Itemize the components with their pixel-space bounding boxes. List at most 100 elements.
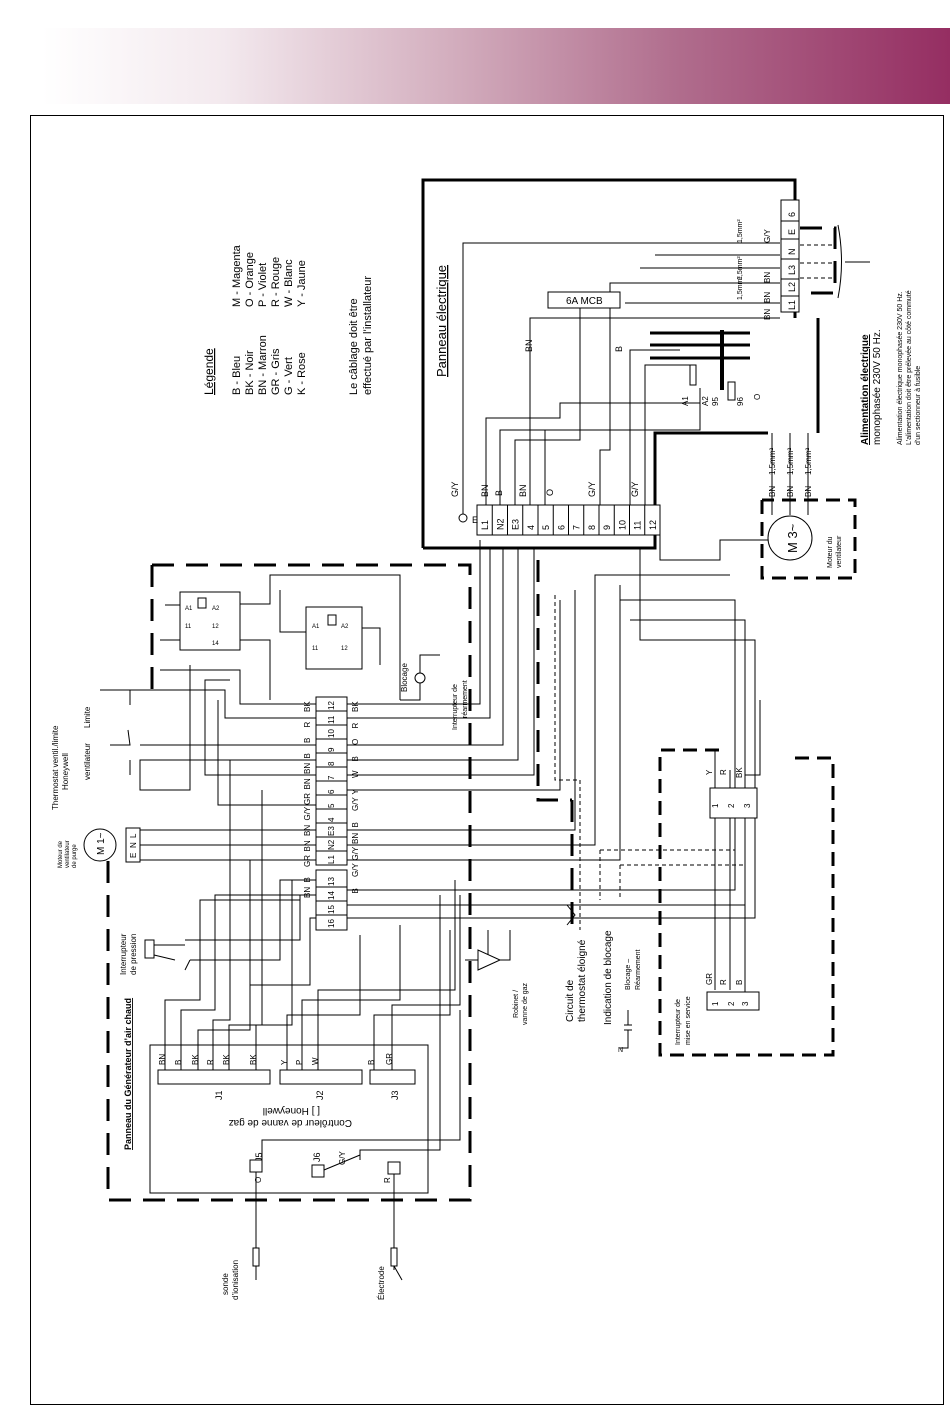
strip-terminal: 7 bbox=[327, 775, 336, 780]
strip-wire-label: B bbox=[351, 888, 360, 893]
motor-wire: BN bbox=[804, 486, 813, 497]
legend-entry: W - Blanc bbox=[283, 259, 295, 307]
purge-terminal: E bbox=[129, 853, 138, 858]
supply-terminal: N bbox=[787, 249, 797, 256]
connector-j3 bbox=[369, 1069, 416, 1085]
wire-label: BN bbox=[524, 339, 534, 352]
service-switch bbox=[706, 991, 760, 1011]
strip-wire-label: B bbox=[351, 822, 360, 827]
strip-wire-label: G/Y bbox=[351, 846, 360, 860]
reset-switch-label: Interrupteur de bbox=[452, 684, 459, 730]
overload-relay bbox=[727, 381, 736, 401]
strip-wire-label: R bbox=[303, 722, 312, 728]
strip-terminal: 6 bbox=[327, 789, 336, 794]
earth-terminal bbox=[458, 513, 468, 523]
supply-note: Alimentation électrique monophasée 230V … bbox=[897, 291, 904, 445]
remote-wire: BK bbox=[735, 767, 744, 778]
legend-entry: M - Magenta bbox=[231, 244, 243, 307]
reset-switch-label: réarmement bbox=[462, 680, 469, 718]
supply-wire-label: BN bbox=[763, 272, 772, 283]
strip-terminal: 8 bbox=[327, 761, 336, 766]
remote-wire: R bbox=[719, 769, 728, 775]
strip-wire-label: B bbox=[303, 753, 312, 758]
service-terminal: 1 bbox=[711, 1001, 720, 1006]
thermostat-label: Limite bbox=[83, 706, 92, 728]
panel-terminal: 11 bbox=[633, 521, 643, 530]
strip-terminal: N2 bbox=[327, 839, 336, 850]
connector-j6 bbox=[311, 1164, 325, 1178]
legend-entry: K - Rose bbox=[296, 352, 308, 395]
j6-wire: G/Y bbox=[338, 1151, 347, 1165]
motor-wire-size: 1,5mm² bbox=[786, 448, 795, 475]
j1-wire: R bbox=[206, 1059, 215, 1065]
supply-terminal: L2 bbox=[787, 282, 797, 292]
diagram-frame bbox=[30, 115, 944, 1405]
strip-wire-label: BN bbox=[351, 833, 360, 844]
service-terminal: 3 bbox=[741, 1001, 750, 1006]
panel-terminal: N2 bbox=[495, 518, 505, 530]
strip-terminal: 13 bbox=[327, 877, 336, 886]
mcb bbox=[547, 291, 621, 309]
supply-subtitle: monophasée 230V 50 Hz. bbox=[872, 329, 883, 445]
supply-note: L'alimentation doit être prélevée au côt… bbox=[906, 290, 913, 445]
contactor-label: A1 bbox=[681, 396, 690, 406]
strip-wire-label: R bbox=[351, 723, 360, 729]
header-banner bbox=[42, 28, 950, 104]
relay-label: A2 bbox=[341, 624, 349, 630]
j1-wire: BK bbox=[222, 1054, 231, 1065]
j5-wire: O bbox=[254, 1177, 263, 1183]
j1-wire: BK bbox=[191, 1054, 200, 1065]
electrode-label: Électrode bbox=[377, 1266, 386, 1300]
j2-wire: P bbox=[295, 1060, 304, 1065]
legend: Légende B - Bleu BK - Noir BN - Marron G… bbox=[202, 244, 374, 395]
gas-valve-label: Robinet / bbox=[513, 990, 520, 1018]
strip-wire-label: B bbox=[351, 756, 360, 761]
strip-terminal: 11 bbox=[327, 715, 336, 724]
panel-terminal: 5 bbox=[541, 525, 551, 530]
relay-label: 12 bbox=[212, 624, 219, 630]
purge-terminal: L bbox=[129, 833, 138, 838]
legend-entry: GR - Gris bbox=[270, 348, 282, 395]
wire-label: G/Y bbox=[587, 481, 597, 497]
relay-label: 14 bbox=[212, 641, 219, 647]
legend-entry: G - Vert bbox=[283, 357, 295, 395]
remote-terminal: 2 bbox=[727, 803, 736, 808]
strip-wire-label: W bbox=[351, 770, 360, 778]
wire-size: 1,5mm² bbox=[737, 256, 744, 280]
legend-entry: Y - Jaune bbox=[296, 260, 308, 307]
wire-label: BN bbox=[518, 484, 528, 497]
j2-wire: W bbox=[311, 1057, 320, 1065]
wire-label: G/Y bbox=[450, 481, 460, 497]
strip-wire-label: G/Y bbox=[351, 863, 360, 877]
purge-terminal: N bbox=[129, 842, 138, 848]
generator-panel: Panneau du Générateur d’air chaud Contrô… bbox=[51, 540, 756, 1300]
legend-entry: BK - Noir bbox=[244, 350, 256, 395]
gas-valve-symbol bbox=[477, 949, 502, 971]
installer-note: Le câblage doit être bbox=[348, 298, 360, 395]
j2-wire: Y bbox=[280, 1059, 289, 1065]
purge-motor-symbol bbox=[83, 828, 117, 862]
legend-entry: B - Bleu bbox=[231, 356, 243, 395]
service-switch-label: mise en service bbox=[685, 996, 692, 1045]
supply-terminal: E bbox=[787, 229, 797, 235]
wire-label: G/Y bbox=[630, 481, 640, 497]
panel-terminal: 8 bbox=[587, 525, 597, 530]
legend-entry: R - Rouge bbox=[270, 257, 282, 307]
strip-wire-label: G/Y bbox=[351, 797, 360, 811]
contactor-label: O bbox=[753, 394, 762, 400]
gas-valve-label: vanne de gaz bbox=[522, 982, 529, 1025]
legend-title: Légende bbox=[202, 348, 216, 395]
installer-note: effectué par l’installateur bbox=[362, 276, 374, 395]
strip-terminal: 16 bbox=[327, 919, 336, 928]
motor-wire: BN bbox=[786, 486, 795, 497]
strip-wire-label: GR bbox=[303, 855, 312, 867]
motor-wire: BN bbox=[768, 486, 777, 497]
connector-label: J6 bbox=[312, 1152, 322, 1162]
ionisation-probe bbox=[252, 1247, 260, 1267]
wire-label: B bbox=[614, 346, 624, 352]
j3-wire: B bbox=[367, 1060, 376, 1065]
strip-terminal: 10 bbox=[327, 729, 336, 738]
supply-wire-label: BN bbox=[763, 309, 772, 320]
ionisation-label: sonde bbox=[221, 1273, 230, 1295]
panel-border bbox=[106, 563, 472, 1202]
